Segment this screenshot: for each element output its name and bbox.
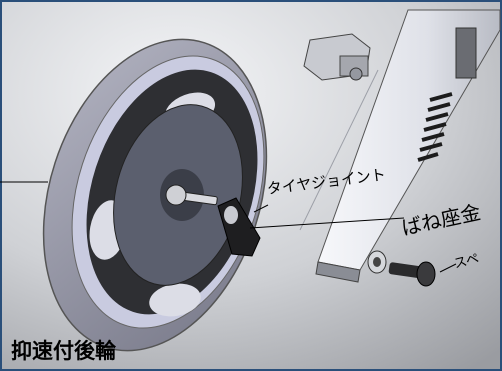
bolt-part [388, 261, 436, 287]
spring-coil [417, 92, 453, 162]
tire-joint-part [217, 197, 261, 257]
bracket-part [303, 33, 371, 81]
rear-wheel [42, 38, 268, 352]
leader-lines [0, 181, 457, 273]
diagram-title: 抑速付後輪 [11, 339, 116, 363]
frame-arm [299, 9, 501, 283]
spring-washer-part [367, 250, 387, 274]
